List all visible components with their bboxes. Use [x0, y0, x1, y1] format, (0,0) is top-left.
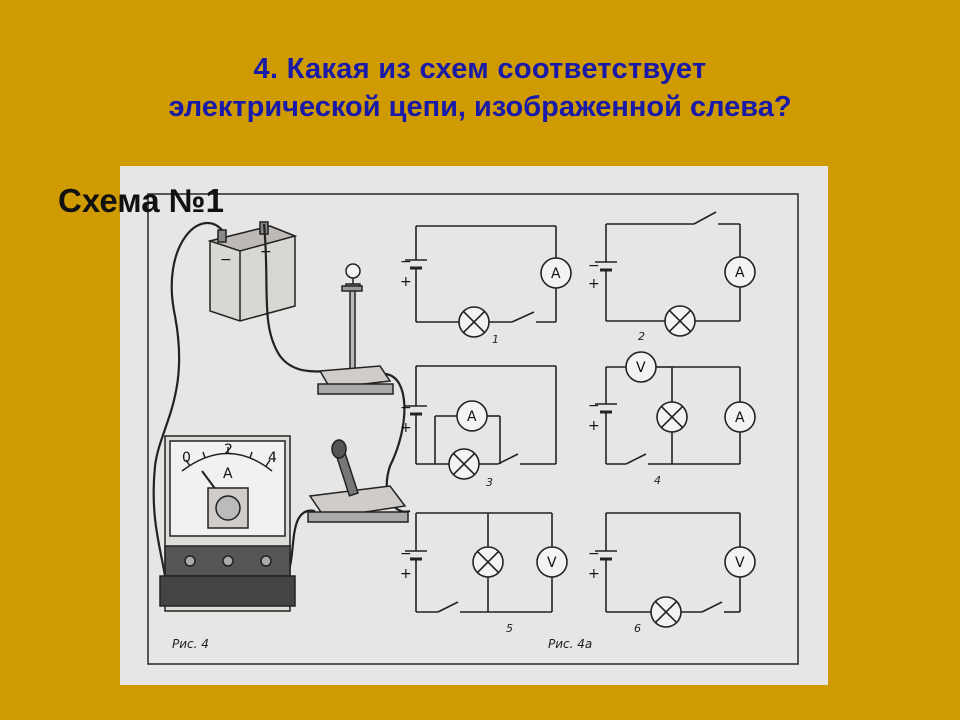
knife-switch-icon: [307, 439, 409, 523]
scheme-6-voltmeter: V: [735, 555, 745, 571]
svg-text:−: −: [220, 252, 232, 268]
scheme-6-minus: −: [588, 546, 600, 562]
scheme-2-ammeter: A: [735, 265, 745, 281]
meter-scale-4: 4: [268, 450, 277, 466]
scheme-6-plus: +: [588, 566, 600, 582]
scheme-2-minus: −: [588, 258, 600, 274]
scheme-4-number: 4: [654, 474, 661, 487]
scheme-2-number: 2: [638, 330, 645, 343]
answer-label: Схема №1: [58, 182, 224, 219]
scheme-3-ammeter: A: [467, 409, 477, 425]
meter-scale-0: 0: [182, 450, 191, 466]
question-line-2: электрической цепи, изображенной слева?: [168, 91, 792, 123]
caption-fig4: Рис. 4: [172, 637, 209, 651]
figure-frame: [147, 193, 799, 665]
scheme-3: [405, 365, 557, 480]
scheme-3-plus: +: [400, 420, 412, 436]
meter-unit: A: [223, 466, 233, 482]
scheme-2: [595, 211, 756, 337]
scheme-5-voltmeter: V: [547, 555, 557, 571]
scheme-2-plus: +: [588, 276, 600, 292]
figure-svg: − +: [147, 193, 799, 665]
scheme-1-number: 1: [492, 333, 499, 346]
scheme-5-minus: −: [400, 546, 412, 562]
textbook-figure-photo: − +: [120, 166, 828, 685]
scheme-6-number: 6: [634, 622, 641, 635]
scheme-1-plus: +: [400, 274, 412, 290]
caption-fig4a: Рис. 4а: [548, 637, 592, 651]
lamp-stand-icon: [317, 263, 394, 395]
scheme-5-number: 5: [506, 622, 513, 635]
battery-icon: − +: [207, 221, 298, 322]
scheme-5: [405, 512, 568, 613]
question-line-1: 4. Какая из схем соответствует: [253, 53, 707, 85]
scheme-4: [595, 351, 756, 465]
scheme-4-voltmeter: V: [636, 360, 646, 376]
scheme-4-minus: −: [588, 398, 600, 414]
question-title: 4. Какая из схем соответствует электриче…: [0, 50, 960, 126]
meter-scale-2: 2: [224, 442, 233, 458]
scheme-3-minus: −: [400, 400, 412, 416]
scheme-4-plus: +: [588, 418, 600, 434]
scheme-1-ammeter: A: [551, 266, 561, 282]
scheme-5-plus: +: [400, 566, 412, 582]
ammeter-device-icon: [159, 435, 296, 612]
apparatus-drawing: − +: [152, 221, 411, 612]
scheme-1: [405, 225, 572, 338]
scheme-6: [595, 512, 756, 628]
scheme-3-number: 3: [486, 476, 493, 489]
scheme-4-ammeter: A: [735, 410, 745, 426]
scheme-1-minus: −: [400, 254, 412, 270]
